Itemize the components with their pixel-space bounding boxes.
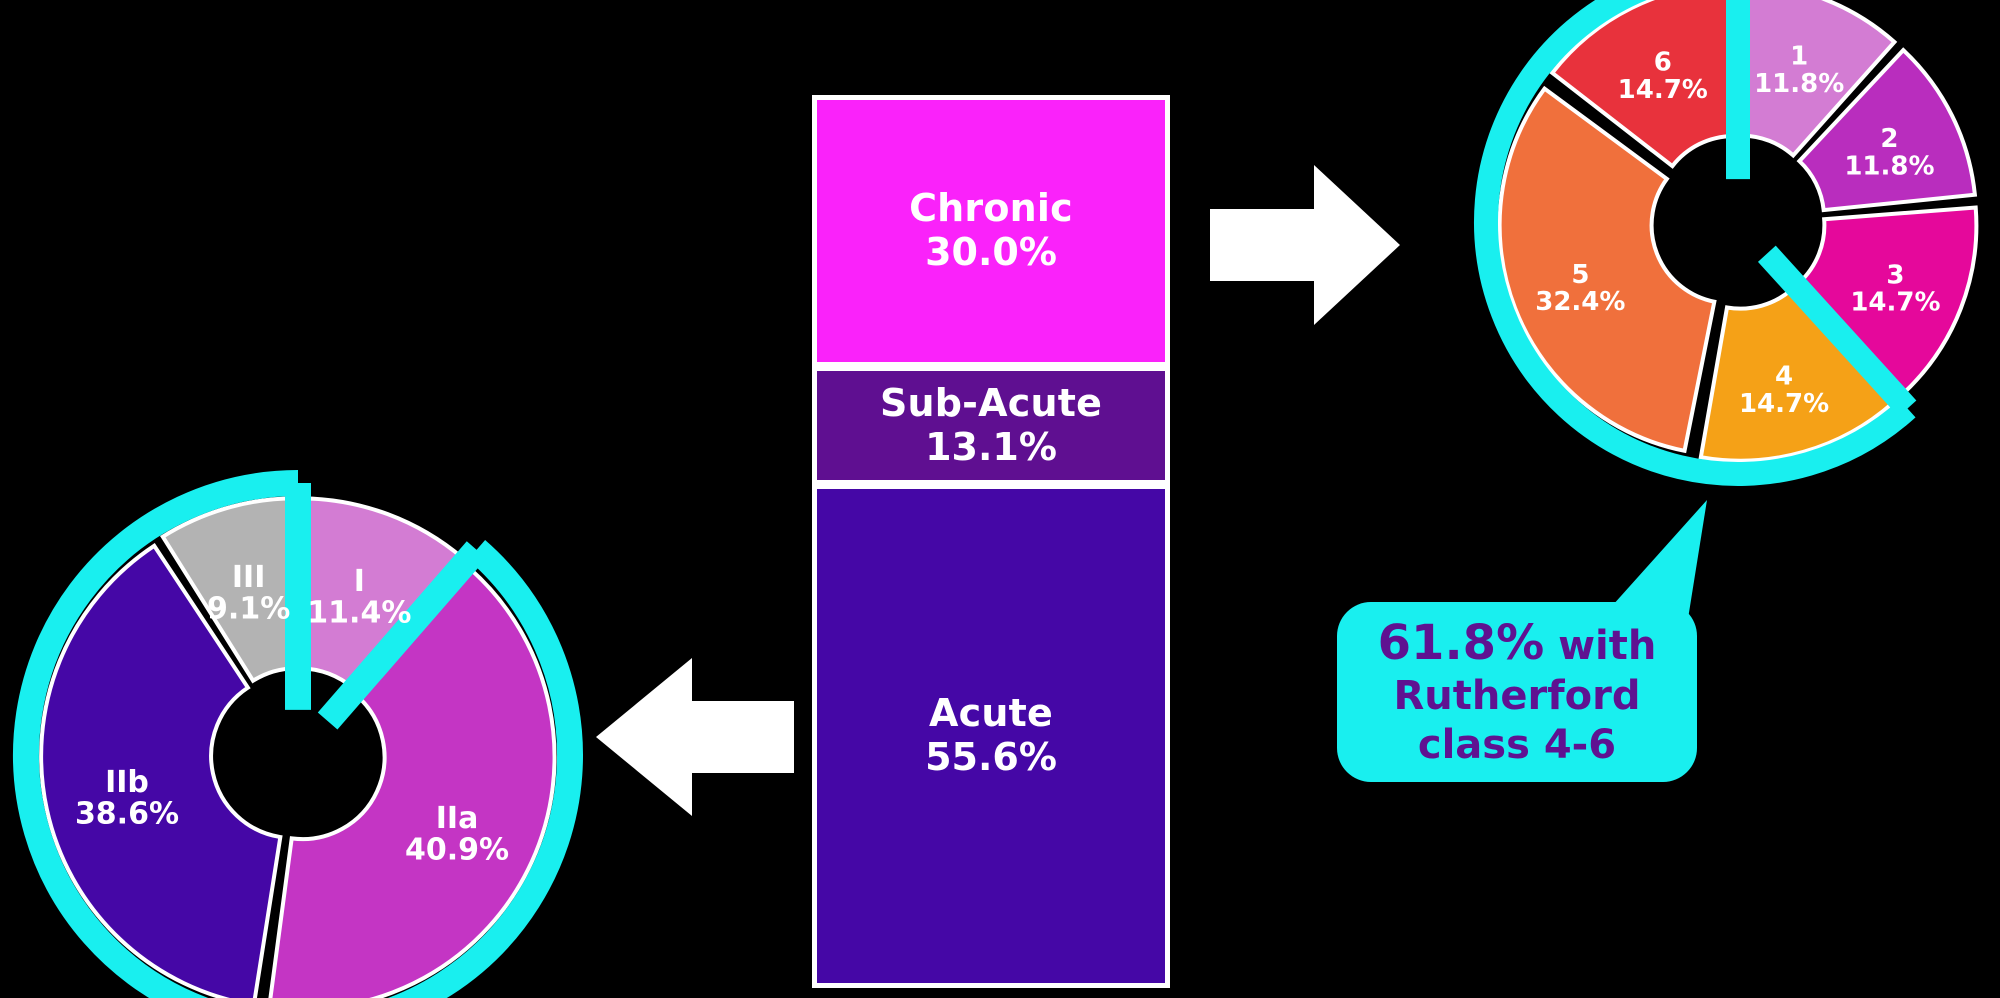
donut-slice-IIb[interactable] xyxy=(39,543,283,998)
bar-segment-subacute-percent: 13.1% xyxy=(925,424,1057,469)
arrow-left-icon xyxy=(596,658,794,816)
bar-segment-acute[interactable]: Acute 55.6% xyxy=(812,484,1170,988)
bar-segment-acute-label: Acute xyxy=(929,691,1053,736)
donut-slice-1[interactable] xyxy=(1740,0,1898,159)
donut-right-highlight-ring xyxy=(1474,0,1917,486)
rutherford-4-6-callout[interactable]: 61.8% with Rutherford class 4-6 xyxy=(1337,602,1697,782)
highlight-spoke-start xyxy=(317,541,487,730)
arrow-right-icon xyxy=(1210,165,1400,325)
highlight-spoke-start xyxy=(1757,245,1917,417)
presentation-timing-stacked-bar: Chronic 30.0% Sub-Acute 13.1% Acute 55.6… xyxy=(812,95,1170,988)
donut-slice-I[interactable] xyxy=(298,496,466,691)
donut-slice-IIa[interactable] xyxy=(268,566,557,998)
donut-slice-5[interactable] xyxy=(1497,85,1717,454)
bar-segment-acute-percent: 55.6% xyxy=(925,735,1057,780)
bar-segment-chronic[interactable]: Chronic 30.0% xyxy=(812,95,1170,368)
donut-slice-4[interactable] xyxy=(1698,286,1896,463)
bar-segment-chronic-label: Chronic xyxy=(909,186,1073,231)
donut-slice-3[interactable] xyxy=(1796,205,1979,397)
callout-text: 61.8% with Rutherford class 4-6 xyxy=(1377,614,1657,769)
bar-segment-chronic-percent: 30.0% xyxy=(925,230,1057,275)
donut-left-highlight-ring xyxy=(13,470,583,998)
donut-slice-6[interactable] xyxy=(1549,0,1736,169)
donut-left-slices xyxy=(39,496,557,998)
highlight-arc xyxy=(1474,0,1916,486)
callout-tail xyxy=(1595,500,1707,625)
bar-segment-subacute-label: Sub-Acute xyxy=(879,381,1103,425)
donut-slice-2[interactable] xyxy=(1796,47,1978,213)
donut-right-slices xyxy=(1497,0,1979,463)
highlight-arc xyxy=(13,470,583,998)
bar-segment-subacute[interactable]: Sub-Acute 13.1% xyxy=(812,366,1170,486)
